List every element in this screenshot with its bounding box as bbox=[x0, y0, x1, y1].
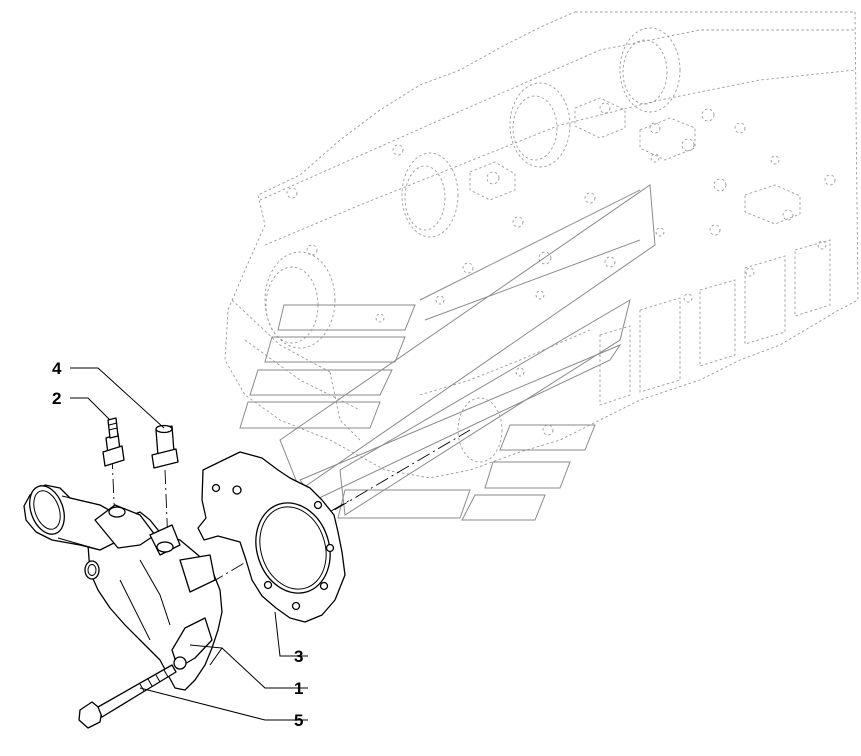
callout-2: 2 bbox=[52, 389, 61, 408]
callout-5: 5 bbox=[294, 711, 303, 730]
callout-1: 1 bbox=[294, 679, 303, 698]
stud-part-4 bbox=[151, 424, 179, 469]
callout-4: 4 bbox=[52, 359, 62, 378]
sensor-part-2 bbox=[102, 417, 125, 467]
ghost-gaskets bbox=[239, 184, 656, 521]
gasket-part-3 bbox=[197, 451, 346, 623]
engine-block-outline bbox=[224, 11, 859, 479]
leader-lines bbox=[70, 367, 308, 721]
bolt-part-5 bbox=[78, 664, 177, 729]
callout-3: 3 bbox=[294, 647, 303, 666]
housing-part-1 bbox=[23, 484, 223, 691]
callouts: 4 2 3 1 5 bbox=[52, 359, 303, 730]
